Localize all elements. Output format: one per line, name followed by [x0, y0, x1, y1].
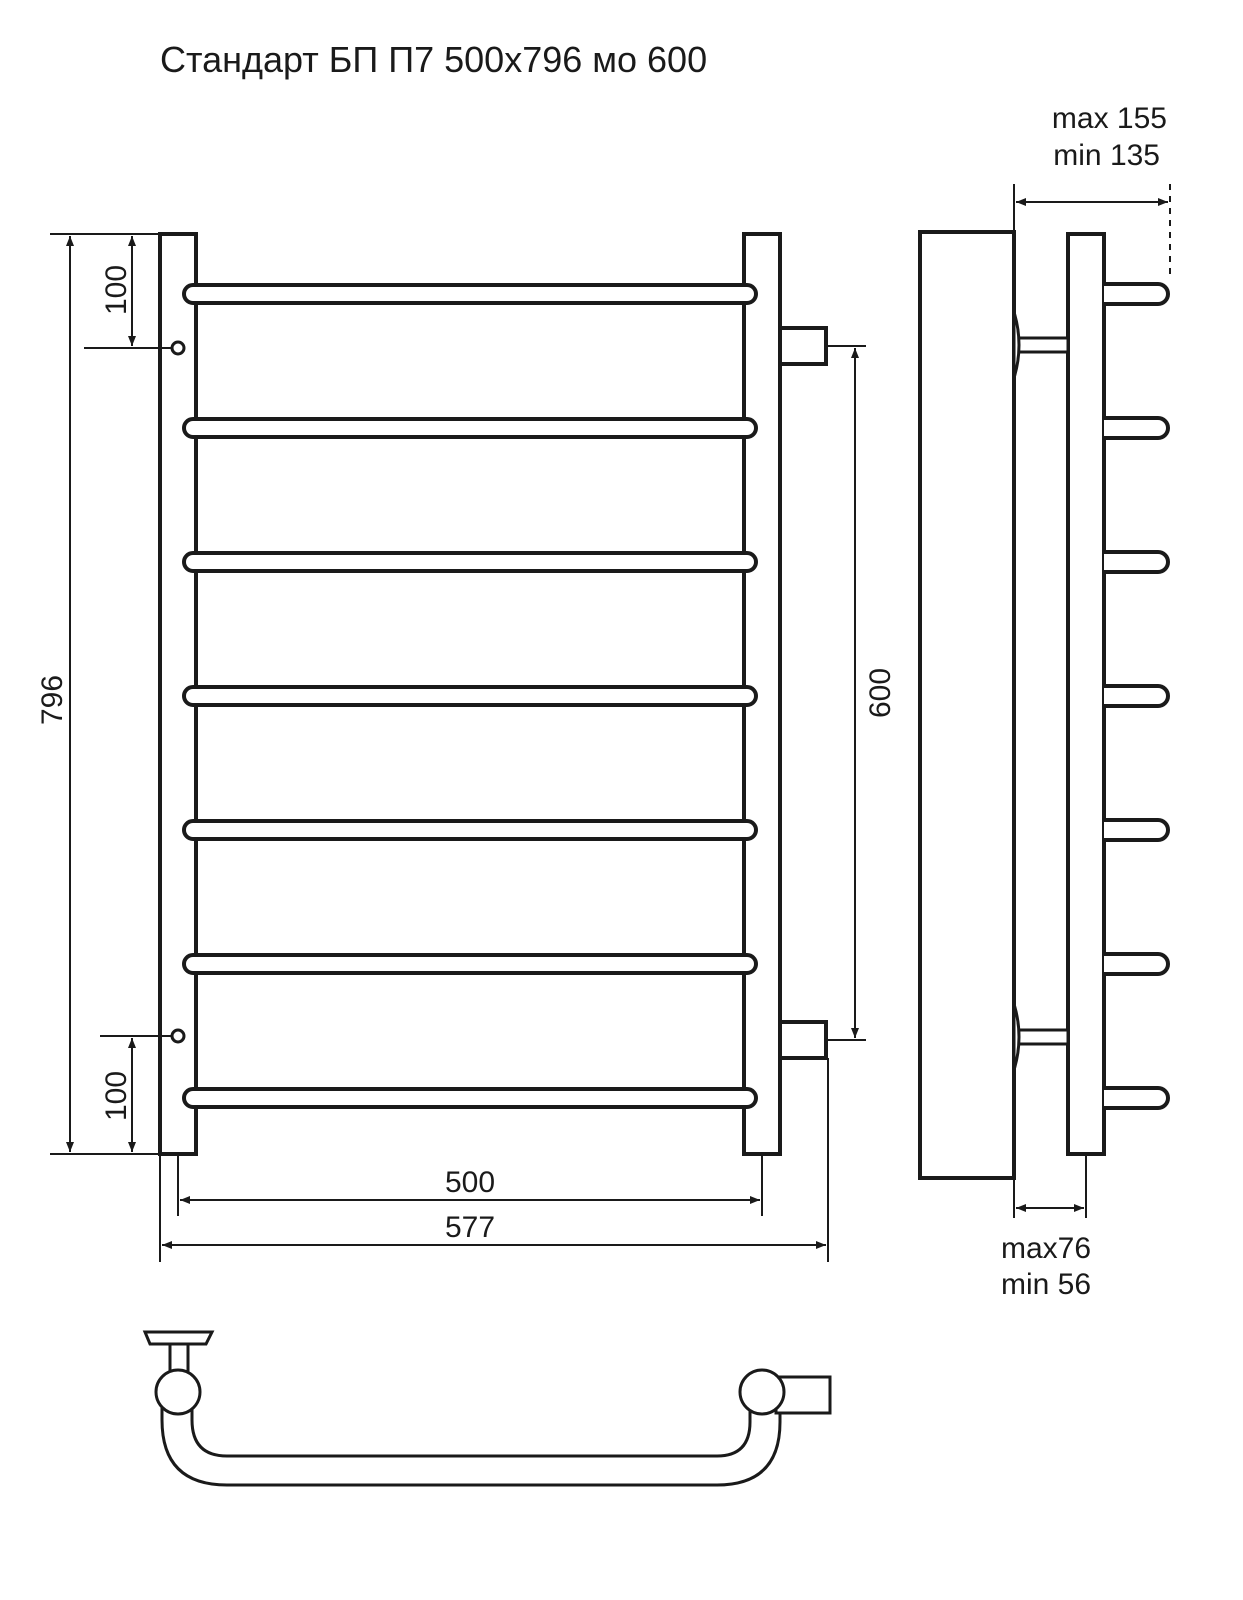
axis-distance-label: 600: [864, 668, 897, 718]
bottom-offset-label: 100: [100, 1071, 133, 1121]
side-rung-end: [1104, 684, 1170, 708]
depth-min-label: min 135: [1053, 139, 1160, 172]
wall: [918, 230, 1016, 1180]
depth-max-label: max 155: [1052, 102, 1167, 135]
rungs: [182, 283, 758, 1109]
front-rung: [182, 283, 758, 305]
side-rung-end: [1104, 1086, 1170, 1110]
top-connector: [778, 326, 828, 366]
front-rung: [182, 819, 758, 841]
height-label: 796: [36, 675, 69, 725]
front-view: 796 100 100 600 500 577: [36, 232, 897, 1262]
bottom-connector: [778, 1020, 828, 1060]
side-view: max 155 min 135 max76 min 56: [918, 102, 1171, 1301]
top-wall-bracket: [1012, 311, 1070, 379]
side-post: [1066, 232, 1106, 1156]
wall-gap-max-label: max76: [1001, 1232, 1091, 1265]
side-rung-end: [1104, 416, 1170, 440]
side-rung-end: [1104, 952, 1170, 976]
side-rung-end: [1104, 818, 1170, 842]
drawing-title: Стандарт БП П7 500x796 мо 600: [160, 39, 707, 80]
top-offset-label: 100: [100, 265, 133, 315]
wall-gap-min-label: min 56: [1001, 1268, 1091, 1301]
top-view-right-joint: [738, 1368, 786, 1416]
front-rung: [182, 1087, 758, 1109]
top-view-rung-inner: [190, 1392, 752, 1458]
front-rung: [182, 417, 758, 439]
front-rung: [182, 551, 758, 573]
front-rung: [182, 685, 758, 707]
side-rung-end: [1104, 282, 1170, 306]
bottom-wall-bracket: [1012, 1003, 1070, 1071]
side-rung-end: [1104, 550, 1170, 574]
side-rungs: [1104, 282, 1170, 1110]
top-view-rung-outer: [160, 1392, 782, 1487]
front-rung: [182, 953, 758, 975]
top-view: [142, 1330, 832, 1487]
top-view-wall-plate: [142, 1330, 215, 1346]
inner-width-label: 500: [445, 1166, 495, 1199]
bottom-mount-hole: [170, 1028, 186, 1044]
top-mount-hole: [170, 340, 186, 356]
outer-width-label: 577: [445, 1211, 495, 1244]
top-view-left-joint: [154, 1368, 202, 1416]
